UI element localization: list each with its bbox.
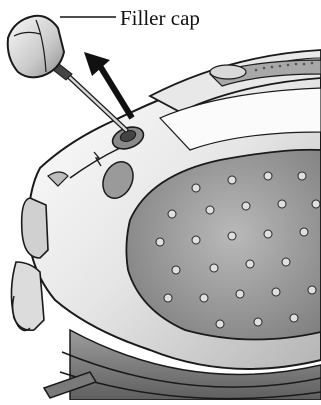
filler-cap-icon	[8, 16, 126, 130]
arrow-up-left-icon	[84, 52, 132, 118]
filler-cap-label: Filler cap	[120, 6, 200, 31]
